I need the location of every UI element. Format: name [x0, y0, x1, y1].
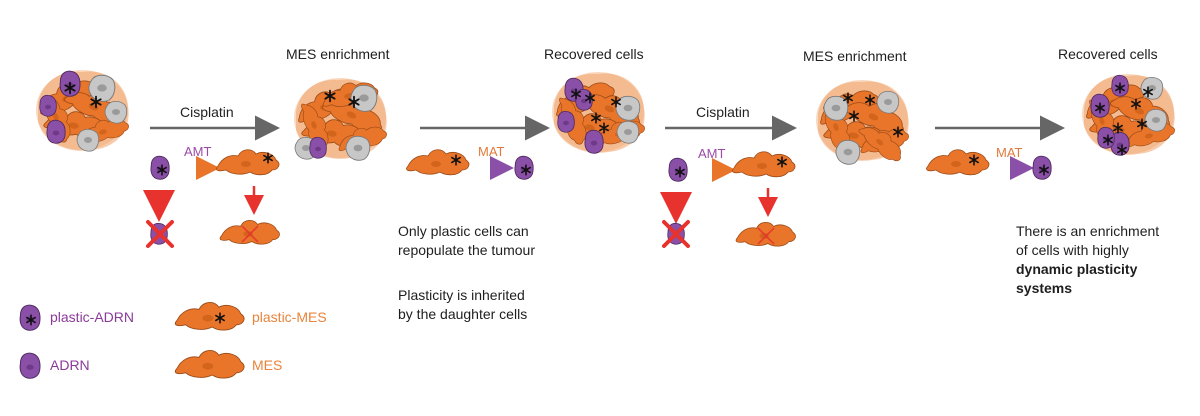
legend-plastic-mes-icon [174, 301, 245, 331]
treatment-label-1: Cisplatin [180, 104, 234, 120]
stage-title-recovered-1: Recovered cells [544, 46, 644, 62]
tumour-cluster-mes-enrichment-1 [292, 77, 388, 161]
legend-label-plastic-mes: plastic-MES [252, 309, 327, 325]
stage-title-mes-enrichment-2: MES enrichment [803, 48, 907, 64]
treatment-label-2: Cisplatin [696, 104, 750, 120]
stage-title-mes-enrichment-1: MES enrichment [286, 46, 390, 62]
tumour-cluster-initial [34, 70, 130, 152]
note-plasticity-inherited: Plasticity is inherited by the daughter … [398, 287, 528, 322]
tumour-cluster-recovered-1 [550, 72, 646, 154]
tumour-cluster-recovered-2 [1080, 74, 1176, 156]
legend-label-mes: MES [252, 357, 283, 373]
adrn-eliminated-1 [143, 190, 175, 248]
mat-transition-1 [405, 149, 534, 180]
mat-label-1: MAT [478, 144, 505, 159]
note-plastic-repopulate: Only plastic cells can repopulate the tu… [398, 223, 535, 258]
note-enrichment: There is an enrichment of cells with hig… [1016, 223, 1160, 296]
mes-dying-2 [735, 188, 796, 247]
amt-label-2: AMT [698, 146, 726, 161]
amt-transition-2 [668, 151, 796, 182]
legend-label-adrn: ADRN [50, 357, 90, 373]
tumour-cluster-mes-enrichment-2 [814, 80, 910, 167]
legend-adrn-icon [19, 352, 41, 379]
legend-label-plastic-adrn: plastic-ADRN [50, 309, 135, 325]
mat-label-2: MAT [996, 145, 1023, 160]
mat-transition-2 [925, 149, 1052, 180]
amt-transition-1 [150, 149, 280, 180]
mes-dying-1 [219, 186, 280, 245]
amt-label-1: AMT [184, 144, 212, 159]
legend-mes-icon [174, 349, 245, 379]
legend-plastic-adrn-icon [19, 304, 41, 331]
stage-title-recovered-2: Recovered cells [1058, 46, 1158, 62]
adrn-eliminated-2 [660, 192, 692, 248]
